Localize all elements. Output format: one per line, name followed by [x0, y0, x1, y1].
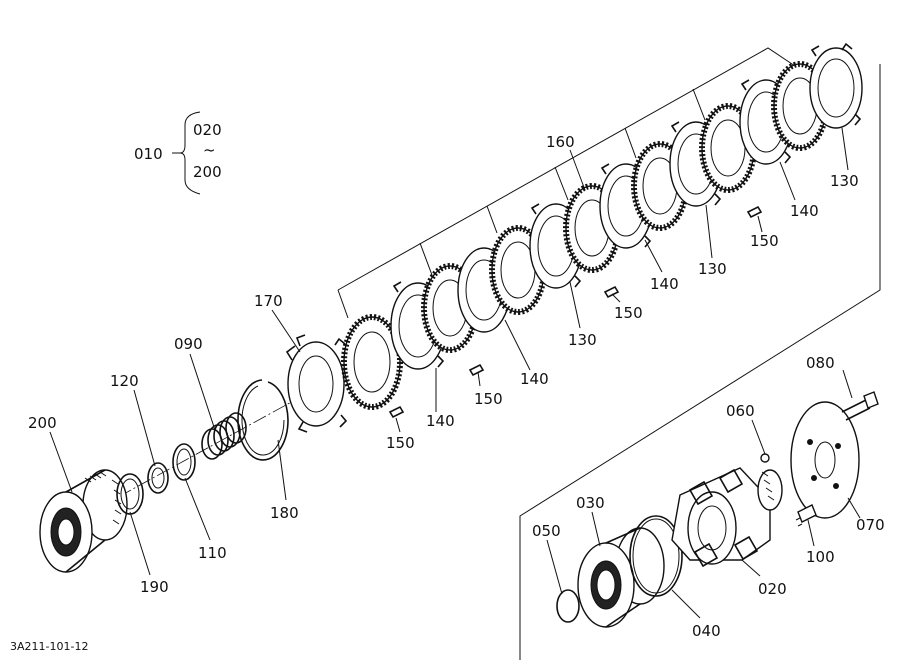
assembly-range-bracket: 010 020 ~ 200 — [134, 111, 222, 195]
callout-040: 040 — [692, 622, 721, 640]
callout-100: 100 — [806, 548, 835, 566]
part-070-flange — [790, 401, 860, 519]
callout-020: 020 — [758, 580, 787, 598]
callout-200: 200 — [28, 414, 57, 432]
drawing-code: 3A211-101-12 — [10, 640, 88, 653]
assembly-range-sep: ~ — [203, 141, 216, 159]
part-110-ring — [172, 443, 196, 481]
leader-lines — [49, 127, 861, 619]
part-040-oring — [629, 515, 683, 597]
callout-090: 090 — [174, 335, 203, 353]
part-170-plate — [285, 334, 348, 433]
callout-170: 170 — [254, 292, 283, 310]
callout-140-a: 140 — [790, 202, 819, 220]
steel-plate-7 — [809, 42, 863, 129]
part-200-hub — [39, 469, 128, 573]
part-190-ring — [116, 473, 144, 515]
part-030-piston — [577, 527, 665, 628]
callout-060: 060 — [726, 402, 755, 420]
callout-080: 080 — [806, 354, 835, 372]
callout-110: 110 — [198, 544, 227, 562]
part-050-oring — [556, 589, 580, 623]
assembly-range-end: 200 — [193, 163, 222, 181]
callout-150-d: 150 — [386, 434, 415, 452]
assembly-range-start: 020 — [193, 121, 222, 139]
callout-140-d: 140 — [426, 412, 455, 430]
part-020-housing — [671, 467, 783, 568]
callout-030: 030 — [576, 494, 605, 512]
callout-120: 120 — [110, 372, 139, 390]
friction-disc-1 — [341, 314, 403, 410]
callout-140-c: 140 — [520, 370, 549, 388]
callout-150-b: 150 — [614, 304, 643, 322]
callout-150-a: 150 — [750, 232, 779, 250]
callout-130-b: 130 — [698, 260, 727, 278]
clutch-pack-frame — [337, 47, 881, 660]
callout-050: 050 — [532, 522, 561, 540]
part-090-spring — [201, 412, 247, 460]
part-180-circlip — [237, 379, 289, 461]
callout-130-a: 130 — [830, 172, 859, 190]
part-060-pin — [760, 453, 770, 463]
callout-160: 160 — [546, 133, 575, 151]
callout-070: 070 — [856, 516, 885, 534]
assembly-parent-label: 010 — [134, 145, 163, 163]
callout-180: 180 — [270, 504, 299, 522]
part-100-fitting — [795, 504, 817, 527]
part-120-retainer — [147, 462, 169, 494]
callout-labels: 200 120 090 170 180 110 190 160 130 140 … — [28, 133, 885, 640]
callout-130-c: 130 — [568, 331, 597, 349]
part-080-bolt — [841, 391, 879, 421]
part-150-pins — [388, 205, 763, 419]
callout-140-b: 140 — [650, 275, 679, 293]
callout-190: 190 — [140, 578, 169, 596]
callout-150-c: 150 — [474, 390, 503, 408]
